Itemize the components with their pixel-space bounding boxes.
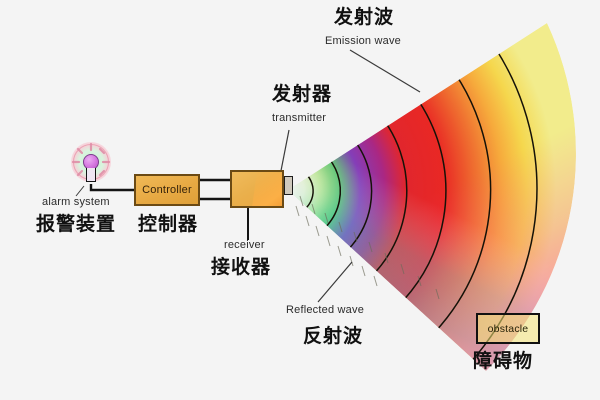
reflected-wave-label-cn: 反射波 [303, 326, 364, 347]
emission-wave-label-en: Emission wave [325, 35, 401, 47]
leader-reflected-wave [317, 261, 353, 303]
receiver-box-gloss [251, 172, 282, 206]
controller-box[interactable]: Controller [134, 174, 200, 206]
transmitter-label-en: transmitter [272, 112, 327, 124]
wave-sector [288, 23, 576, 371]
near-field-ticks [295, 195, 440, 300]
alarm-base [86, 168, 96, 182]
obstacle-box[interactable]: obstacle [476, 313, 540, 344]
reflected-wave-label-en: Reflected wave [286, 304, 365, 316]
alarm-label-cn: 报警装置 [36, 214, 117, 235]
controller-box-label: Controller [142, 184, 192, 196]
transmitter-label-cn: 发射器 [272, 84, 333, 105]
receiver-box[interactable] [230, 170, 284, 208]
alarm-system-icon [69, 142, 113, 190]
alarm-label-en: alarm system [42, 196, 110, 208]
obstacle-box-label: obstacle [487, 322, 529, 335]
leader-emission-wave [349, 49, 421, 93]
leader-alarm [75, 185, 85, 197]
controller-label-cn: 控制器 [138, 214, 199, 235]
obstacle-label-cn: 障碍物 [473, 351, 534, 372]
receiver-label-cn: 接收器 [211, 257, 272, 278]
emission-wave-label-cn: 发射波 [334, 7, 395, 28]
transmitter-head-icon [284, 176, 293, 195]
wire-alarm-controller [89, 184, 134, 192]
alarm-rays-icon [71, 142, 111, 180]
receiver-label-en: receiver [224, 239, 265, 251]
